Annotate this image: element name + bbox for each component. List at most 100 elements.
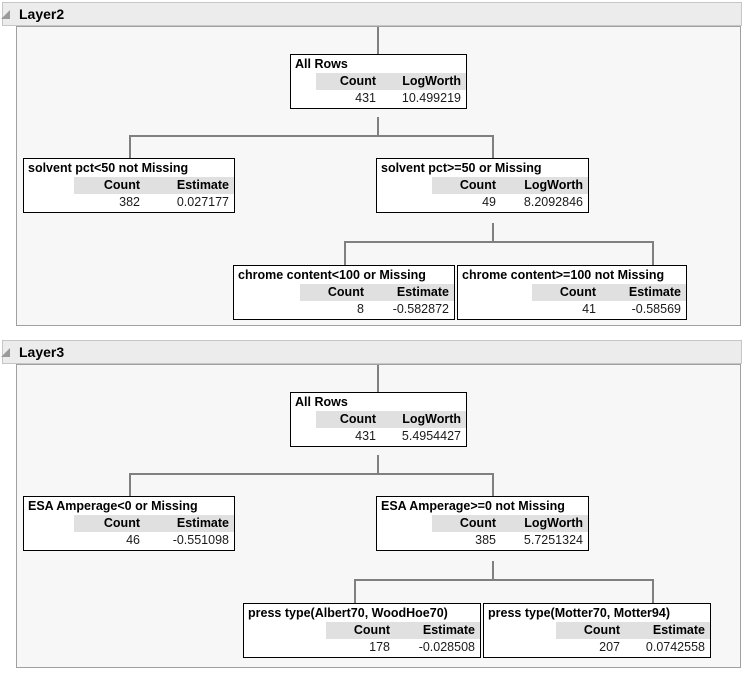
node-stats-table: Count Estimate 8 -0.582872	[234, 284, 454, 319]
connector-grandchildren-bar	[344, 241, 654, 243]
node-col-spacer	[377, 177, 432, 194]
node-stats-table: Count Estimate 41 -0.58569	[458, 284, 686, 319]
node-title: press type(Motter70, Motter94)	[488, 606, 670, 620]
node-col-header-count: Count	[300, 284, 369, 301]
node-cell-metric: 5.4954427	[401, 429, 461, 443]
node-cell-spacer	[291, 428, 316, 446]
node-title: solvent pct>=50 or Missing	[381, 161, 542, 175]
node-title: press type(Albert70, WoodHoe70)	[248, 606, 448, 620]
triangle-open-icon[interactable]	[1, 348, 10, 357]
connector-child-right-down	[492, 223, 494, 242]
node-cell-spacer	[234, 301, 300, 319]
node-col-spacer	[458, 284, 532, 301]
connector-child-right-down	[492, 561, 494, 580]
node-title: ESA Amperage<0 or Missing	[28, 499, 198, 513]
tree-node-grandchild-right[interactable]: press type(Motter70, Motter94) Count Est…	[483, 603, 711, 658]
tree-node-root[interactable]: All Rows Count LogWorth 431 5.4954427	[290, 392, 467, 447]
panel-title: Layer3	[19, 344, 65, 360]
node-col-header-metric: Estimate	[145, 515, 234, 532]
node-title: ESA Amperage>=0 not Missing	[381, 499, 565, 513]
node-cell-metric: -0.551098	[172, 533, 229, 547]
connector-grandchild-right-drop	[652, 241, 654, 265]
connector-grandchildren-bar	[354, 579, 654, 581]
node-col-header-count: Count	[532, 284, 601, 301]
node-cell-count: 46	[126, 533, 140, 547]
triangle-open-icon[interactable]	[1, 10, 10, 19]
node-col-header-count: Count	[432, 515, 501, 532]
node-col-spacer	[24, 177, 74, 194]
connector-root-down	[377, 455, 379, 474]
tree-node-child-left[interactable]: solvent pct<50 not Missing Count Estimat…	[23, 158, 235, 213]
node-col-spacer	[244, 622, 326, 639]
node-col-header-metric: LogWorth	[381, 73, 466, 90]
tree-node-grandchild-right[interactable]: chrome content>=100 not Missing Count Es…	[457, 265, 687, 320]
tree-canvas-layer3: All Rows Count LogWorth 431 5.4954427 ES…	[16, 364, 741, 668]
node-col-header-metric: LogWorth	[501, 515, 588, 532]
tree-node-child-left[interactable]: ESA Amperage<0 or Missing Count Estimate…	[23, 496, 235, 551]
connector-grandchild-right-drop	[652, 579, 654, 603]
node-cell-count: 431	[355, 429, 376, 443]
connector-children-bar	[129, 473, 494, 475]
node-stats-table: Count LogWorth 49 8.2092846	[377, 177, 588, 212]
connector-root-stem	[377, 365, 379, 392]
node-title: chrome content>=100 not Missing	[462, 268, 665, 282]
node-cell-metric: 0.027177	[176, 195, 229, 209]
node-col-spacer	[484, 622, 556, 639]
connector-child-right-drop	[492, 135, 494, 158]
connector-child-left-drop	[129, 473, 131, 496]
node-cell-count: 41	[582, 302, 596, 316]
node-stats-table: Count LogWorth 385 5.7251324	[377, 515, 588, 550]
node-cell-spacer	[24, 194, 74, 212]
node-cell-metric: 8.2092846	[523, 195, 583, 209]
node-cell-spacer	[244, 639, 326, 657]
node-title: All Rows	[295, 395, 348, 409]
node-stats-table: Count Estimate 178 -0.028508	[244, 622, 480, 657]
node-col-header-metric: Estimate	[625, 622, 710, 639]
connector-grandchild-left-drop	[344, 241, 346, 265]
node-cell-spacer	[458, 301, 532, 319]
tree-node-child-right[interactable]: ESA Amperage>=0 not Missing Count LogWor…	[376, 496, 589, 551]
node-cell-metric: 5.7251324	[523, 533, 583, 547]
node-cell-count: 178	[369, 640, 390, 654]
node-stats-table: Count LogWorth 431 10.499219	[291, 73, 466, 108]
node-title: All Rows	[295, 57, 348, 71]
node-cell-count: 49	[482, 195, 496, 209]
node-col-header-count: Count	[74, 515, 145, 532]
panel-header-layer3[interactable]: Layer3	[1, 340, 742, 364]
node-col-header-count: Count	[316, 411, 381, 428]
node-cell-count: 207	[599, 640, 620, 654]
panel-title: Layer2	[19, 6, 65, 22]
connector-child-right-drop	[492, 473, 494, 496]
panel-header-layer2[interactable]: Layer2	[1, 2, 742, 26]
node-cell-spacer	[24, 532, 74, 550]
node-col-header-metric: LogWorth	[381, 411, 466, 428]
node-col-spacer	[234, 284, 300, 301]
node-col-spacer	[291, 411, 316, 428]
node-col-header-metric: Estimate	[145, 177, 234, 194]
connector-child-left-drop	[129, 135, 131, 158]
connector-children-bar	[129, 135, 494, 137]
node-col-spacer	[24, 515, 74, 532]
tree-canvas-layer2: All Rows Count LogWorth 431 10.499219 so…	[16, 26, 741, 326]
node-cell-metric: -0.582872	[392, 302, 449, 316]
node-cell-metric: 0.0742558	[645, 640, 705, 654]
node-stats-table: Count Estimate 207 0.0742558	[484, 622, 710, 657]
node-cell-count: 431	[355, 91, 376, 105]
node-cell-metric: -0.028508	[418, 640, 475, 654]
tree-node-grandchild-left[interactable]: chrome content<100 or Missing Count Esti…	[233, 265, 455, 320]
node-cell-metric: 10.499219	[401, 91, 461, 105]
node-cell-spacer	[484, 639, 556, 657]
tree-node-root[interactable]: All Rows Count LogWorth 431 10.499219	[290, 54, 467, 109]
tree-node-grandchild-left[interactable]: press type(Albert70, WoodHoe70) Count Es…	[243, 603, 481, 658]
node-cell-spacer	[291, 90, 316, 108]
node-cell-count: 385	[475, 533, 496, 547]
node-title: solvent pct<50 not Missing	[28, 161, 189, 175]
tree-node-child-right[interactable]: solvent pct>=50 or Missing Count LogWort…	[376, 158, 589, 213]
connector-grandchild-left-drop	[354, 579, 356, 603]
node-stats-table: Count Estimate 382 0.027177	[24, 177, 234, 212]
node-col-header-metric: Estimate	[395, 622, 480, 639]
node-cell-metric: -0.58569	[631, 302, 681, 316]
node-col-header-count: Count	[326, 622, 395, 639]
node-cell-spacer	[377, 532, 432, 550]
outline-panel-layer2: Layer2 All Rows Count LogWorth	[0, 2, 745, 326]
